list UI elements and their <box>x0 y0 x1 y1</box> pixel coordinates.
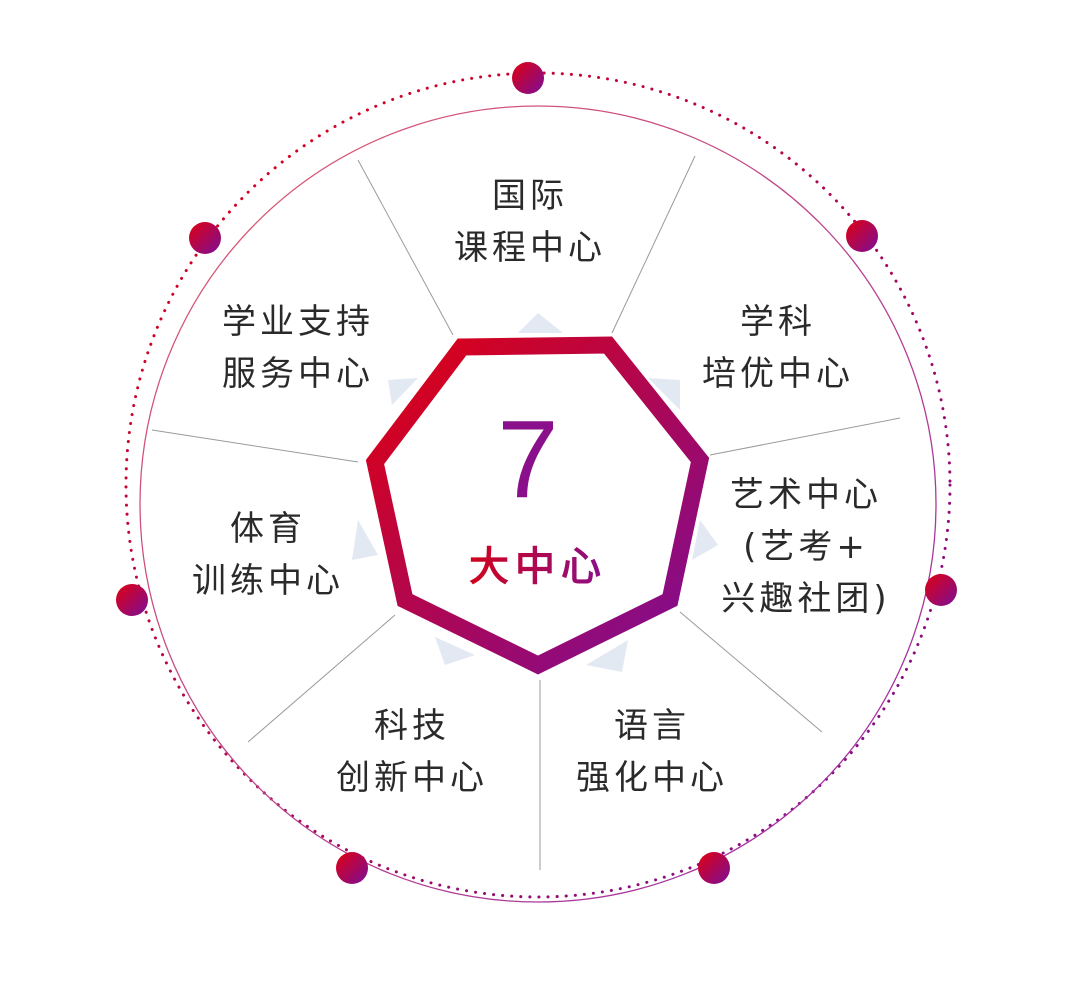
center-technology: 科技 创新中心 <box>336 700 488 804</box>
label-line: 课程中心 <box>454 228 606 268</box>
label-line: 语言 <box>614 706 690 746</box>
ring-dots <box>116 62 957 884</box>
triangle-icon <box>352 520 378 560</box>
dot-icon <box>698 852 730 884</box>
center-academic-support: 学业支持 服务中心 <box>222 296 374 400</box>
label-line: 培优中心 <box>702 354 854 394</box>
center-subject-enrichment: 学科 培优中心 <box>702 296 854 400</box>
label-line: (艺考+ <box>743 527 869 567</box>
label-line: 学业支持 <box>222 302 374 342</box>
label-line: 科技 <box>374 706 450 746</box>
center-language: 语言 强化中心 <box>576 700 728 804</box>
triangle-icon <box>388 378 418 405</box>
direction-triangles <box>352 313 718 672</box>
heptagon-frame <box>365 336 710 675</box>
dot-icon <box>189 222 221 254</box>
label-line: 兴趣社团) <box>721 579 891 619</box>
label-line: 学科 <box>740 302 816 342</box>
label-line: 强化中心 <box>576 758 728 798</box>
dot-icon <box>925 574 957 606</box>
label-line: 艺术中心 <box>729 475 882 515</box>
dot-icon <box>336 852 368 884</box>
triangle-icon <box>435 637 475 665</box>
center-arts: 艺术中心 (艺考+ 兴趣社团) <box>721 469 890 625</box>
triangle-icon <box>586 640 628 672</box>
label-line: 体育 <box>230 509 306 549</box>
center-sports: 体育 训练中心 <box>192 503 344 607</box>
spoke-lines <box>151 155 901 870</box>
outer-circle <box>139 105 937 903</box>
label-line: 创新中心 <box>336 758 488 798</box>
dot-icon <box>512 62 544 94</box>
triangle-icon <box>648 378 680 410</box>
label-line: 国际 <box>492 176 568 216</box>
dot-icon <box>846 220 878 252</box>
dot-icon <box>116 584 148 616</box>
center-label: 大中心 <box>469 534 607 592</box>
center-number: 7 <box>497 398 559 522</box>
triangle-icon <box>518 313 563 333</box>
label-line: 训练中心 <box>192 561 344 601</box>
center-international-curriculum: 国际 课程中心 <box>454 170 606 274</box>
label-line: 服务中心 <box>222 354 374 394</box>
triangle-icon <box>692 520 718 560</box>
dotted-outer-ring <box>124 71 952 899</box>
